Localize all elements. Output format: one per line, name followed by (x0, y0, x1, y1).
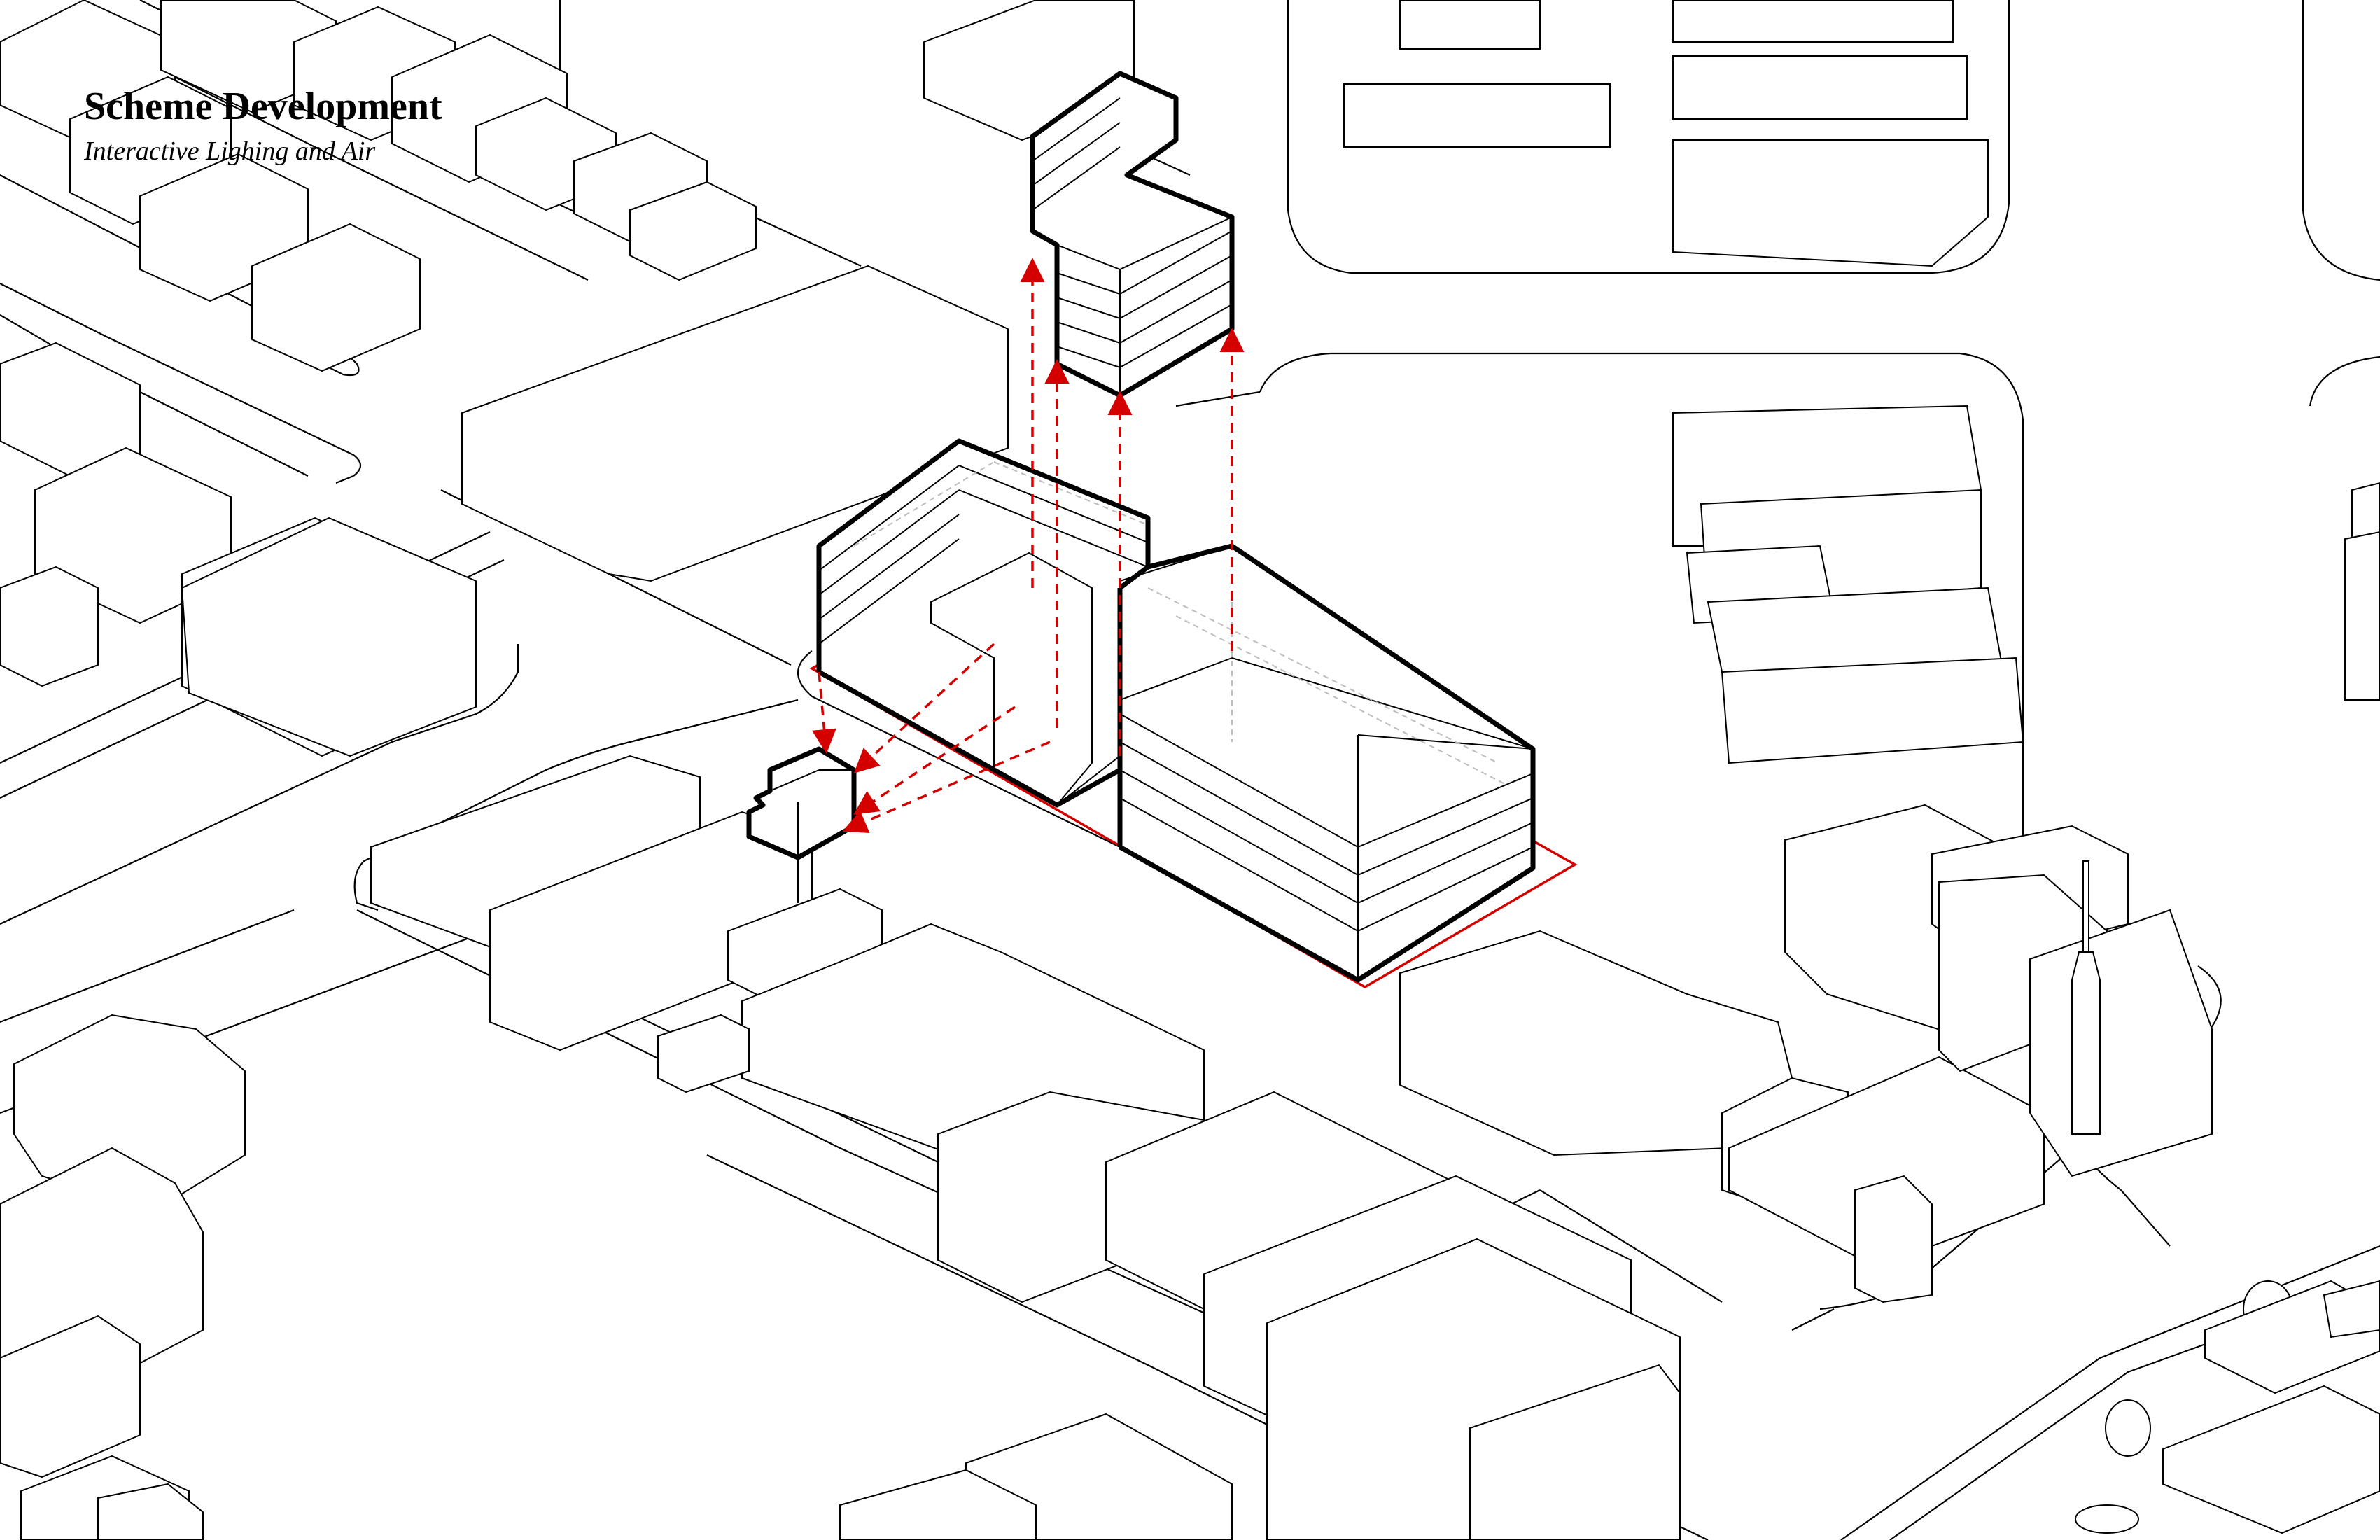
diagram-title: Scheme Development (84, 85, 442, 128)
upper-tower-outline (1030, 71, 1235, 398)
main-massing-outline (816, 438, 1536, 983)
movement-arrows (812, 258, 1245, 833)
small-block-outline (746, 746, 857, 860)
title-block: Scheme Development Interactive Lighing a… (84, 85, 442, 166)
diagram-subtitle: Interactive Lighing and Air (84, 136, 376, 166)
main-massing (818, 440, 1534, 981)
